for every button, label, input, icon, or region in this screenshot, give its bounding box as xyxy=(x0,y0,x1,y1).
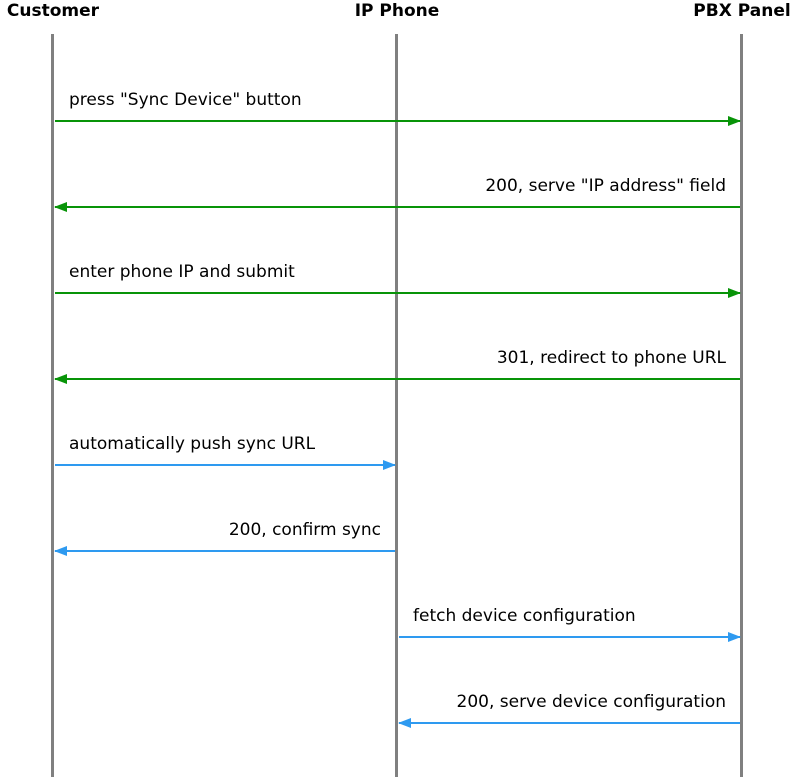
lifeline xyxy=(51,34,54,777)
arrowhead-icon xyxy=(728,632,741,642)
actor-name: IP Phone xyxy=(354,1,440,21)
message-arrow xyxy=(54,374,740,384)
message-label: 301, redirect to phone URL xyxy=(496,348,726,368)
message-arrow xyxy=(55,116,741,126)
message-arrow xyxy=(54,546,395,556)
message-label: automatically push sync URL xyxy=(69,434,316,454)
lifeline xyxy=(740,34,743,777)
message-label: 200, confirm sync xyxy=(228,520,381,540)
message-label: 200, serve "IP address" field xyxy=(485,176,726,196)
message-label: fetch device configuration xyxy=(413,606,636,626)
message-arrow xyxy=(399,632,741,642)
message-arrow xyxy=(55,288,741,298)
message-label: press "Sync Device" button xyxy=(69,90,302,110)
arrowhead-icon xyxy=(54,374,67,384)
actor-name: PBX Panel xyxy=(693,1,791,21)
message-arrow xyxy=(55,460,396,470)
message-label: enter phone IP and submit xyxy=(69,262,295,282)
message-arrow xyxy=(398,718,740,728)
message-arrow xyxy=(54,202,740,212)
arrowhead-icon xyxy=(728,116,741,126)
lifeline xyxy=(395,34,398,777)
arrowhead-icon xyxy=(398,718,411,728)
actor-name: Customer xyxy=(6,1,100,21)
arrowhead-icon xyxy=(54,546,67,556)
arrowhead-icon xyxy=(54,202,67,212)
message-label: 200, serve device configuration xyxy=(456,692,727,712)
arrowhead-icon xyxy=(383,460,396,470)
arrowhead-icon xyxy=(728,288,741,298)
